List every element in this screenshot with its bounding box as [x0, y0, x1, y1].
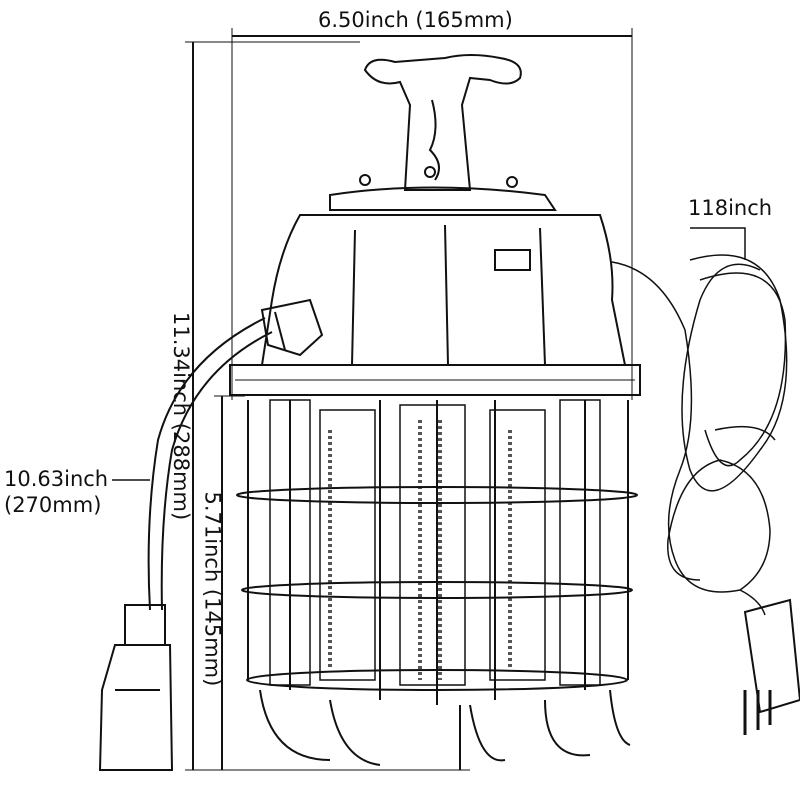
total-height-label: 11.34inch (288mm) — [169, 312, 193, 521]
power-plug — [743, 598, 800, 735]
cable-gland — [260, 298, 324, 357]
width-label: 6.50inch (165mm) — [318, 8, 513, 32]
hanging-hook — [363, 54, 522, 191]
cord-length-label-line2: (270mm) — [4, 493, 102, 517]
height-dimension-line — [185, 41, 470, 771]
short-cord — [147, 317, 273, 611]
outlet-plug — [98, 604, 174, 771]
power-cord-coil — [611, 254, 788, 616]
lamp-housing — [229, 174, 641, 396]
cage-height-label: 5.71inch (145mm) — [200, 491, 225, 687]
power-cord-length-label: 118inch — [688, 196, 773, 220]
cord-length-label-line1: 10.63inch — [4, 467, 109, 491]
protective-cage — [236, 400, 638, 770]
coil-pointer — [690, 227, 746, 260]
led-panels — [269, 399, 601, 686]
